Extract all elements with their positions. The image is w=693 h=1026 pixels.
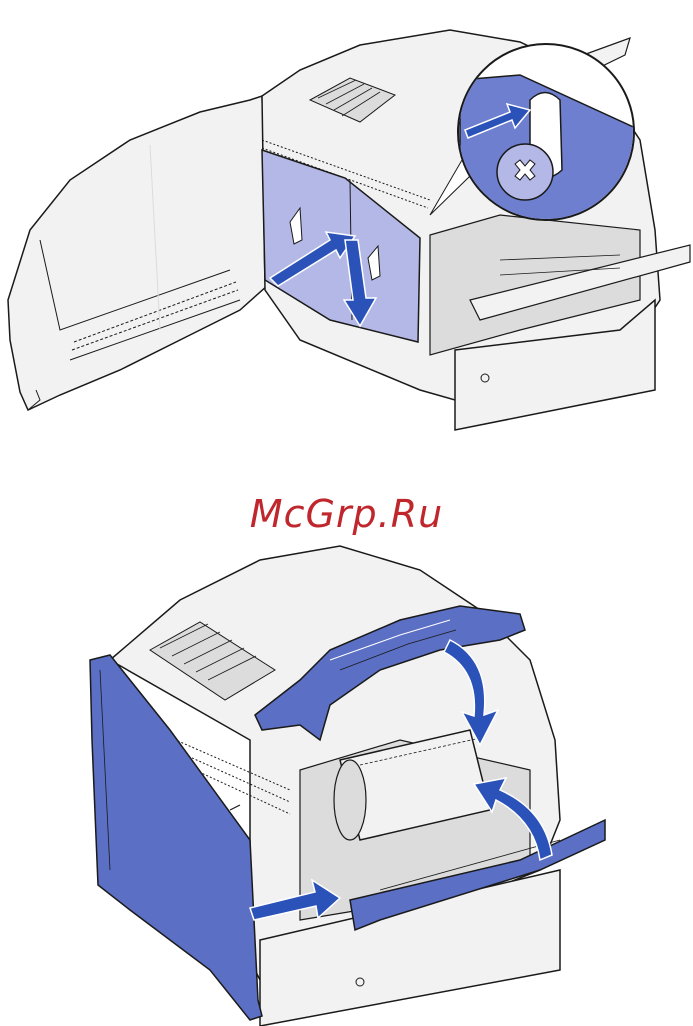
bottom-illustration (0, 540, 693, 1026)
printer-closing-covers-drawing (0, 540, 693, 1026)
open-side-door-icon (8, 96, 268, 410)
top-illustration (0, 0, 693, 440)
watermark-text: McGrp.Ru (0, 492, 693, 536)
printer-open-door-drawing (0, 0, 693, 440)
